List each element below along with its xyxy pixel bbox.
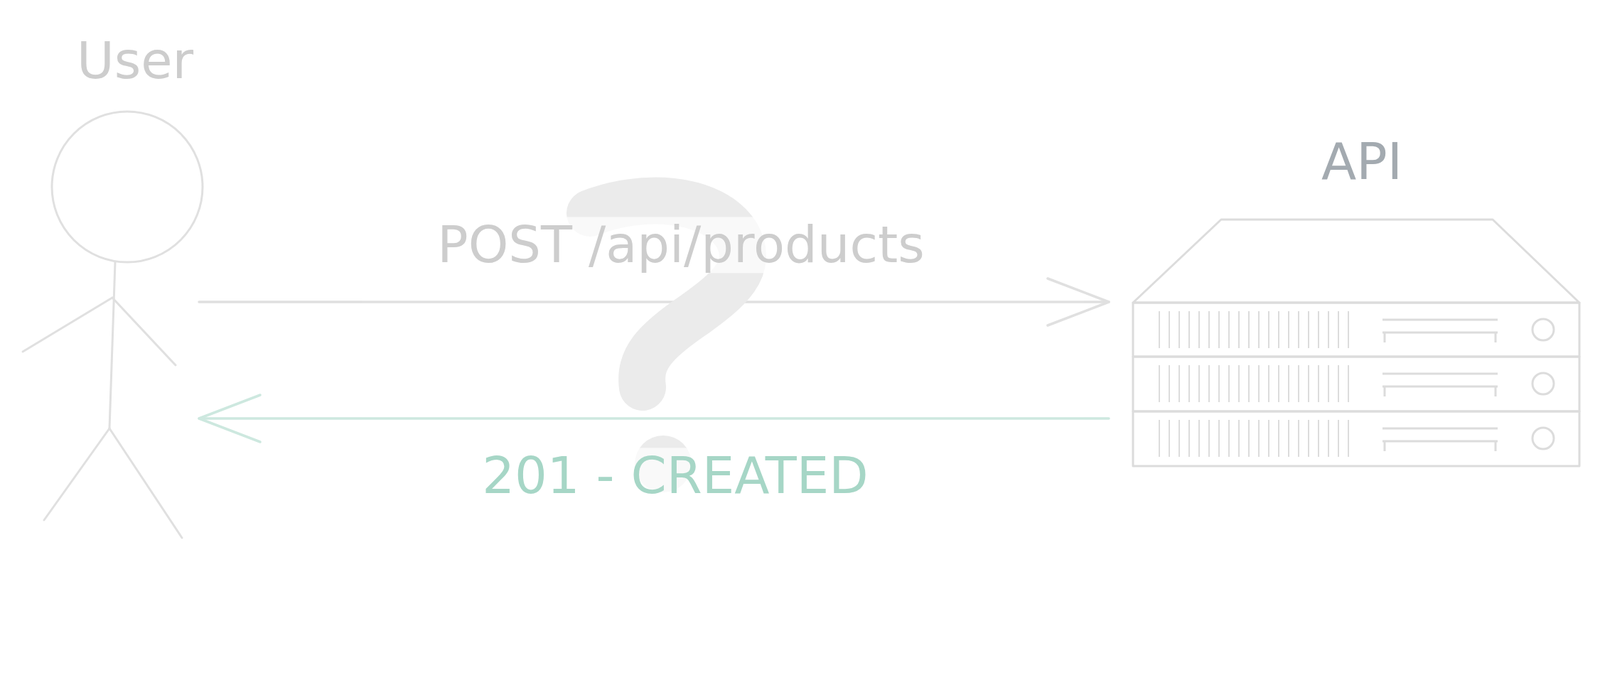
server-slab (1133, 411, 1580, 467)
server-vent (1150, 311, 1357, 349)
server-light (1532, 373, 1554, 395)
label-holder: POST /api/products (430, 216, 932, 273)
server-node: API (1108, 135, 1593, 477)
arrow-head (199, 395, 261, 443)
arrow-head (1047, 278, 1109, 326)
arrow-line (199, 300, 1109, 304)
server-drive (1382, 428, 1498, 452)
figure-leg (109, 428, 182, 539)
server-light (1532, 427, 1554, 450)
server-slab (1133, 302, 1580, 357)
stick-figure (22, 111, 203, 539)
server-slab (1133, 356, 1580, 412)
arrow-line (199, 417, 1109, 421)
node-heading: User (42, 34, 228, 89)
figure-leg (44, 428, 110, 521)
message-label: POST /api/products (430, 216, 932, 273)
figure-arm (22, 297, 113, 352)
node-heading: API (1120, 135, 1600, 190)
server-drive (1382, 319, 1498, 343)
figure-arm (112, 297, 176, 366)
server-light (1532, 319, 1554, 341)
label-holder: 201 - CREATED (474, 447, 876, 504)
message-label: 201 - CREATED (474, 447, 876, 504)
figure-body (109, 262, 116, 429)
server-drive (1382, 373, 1498, 397)
server-vent (1150, 420, 1357, 458)
figure-head (51, 111, 203, 263)
server-top (1133, 219, 1580, 303)
actor-node: User (14, 28, 200, 548)
server-vent (1150, 365, 1357, 403)
server-symbol (1133, 219, 1580, 467)
